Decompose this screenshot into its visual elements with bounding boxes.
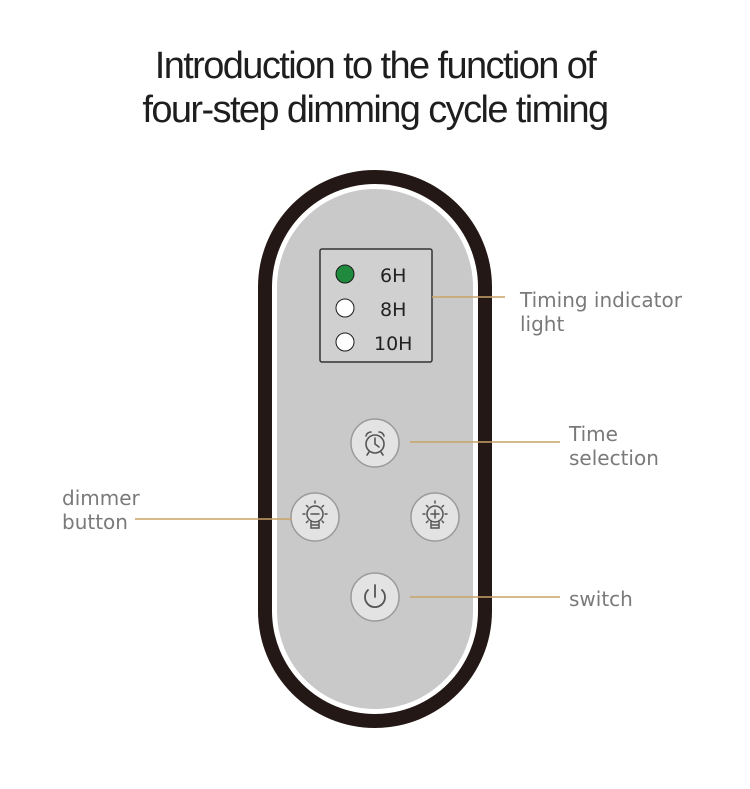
power-switch-button[interactable] bbox=[350, 572, 400, 622]
callout-timing-indicator: Timing indicator light bbox=[520, 288, 682, 336]
callout-dimmer-button-line1: dimmer bbox=[62, 486, 140, 510]
title-line-1: Introduction to the function of bbox=[154, 45, 597, 87]
callout-timing-indicator-line1: Timing indicator bbox=[520, 288, 682, 312]
callout-time-selection-line2: selection bbox=[569, 446, 659, 470]
indicator-label-6h: 6H bbox=[380, 265, 406, 287]
power-icon bbox=[364, 584, 386, 609]
callout-dimmer-button: dimmer button bbox=[62, 486, 140, 534]
title-line-2: four-step dimming cycle timing bbox=[142, 89, 609, 131]
indicator-label-8h: 8H bbox=[380, 299, 406, 321]
callout-dimmer-button-line2: button bbox=[62, 510, 128, 534]
alarm-clock-icon bbox=[365, 431, 385, 456]
callout-time-selection: Time selection bbox=[569, 422, 659, 470]
dimmer-plus-button[interactable] bbox=[410, 492, 460, 542]
indicator-light-8h bbox=[335, 298, 355, 318]
bulb-minus-icon bbox=[302, 500, 328, 529]
indicator-light-10h bbox=[335, 332, 355, 352]
dimmer-minus-button[interactable] bbox=[290, 492, 340, 542]
callout-switch: switch bbox=[569, 587, 633, 611]
callout-timing-indicator-line2: light bbox=[520, 312, 565, 336]
indicator-label-10h: 10H bbox=[374, 333, 412, 355]
callout-time-selection-line1: Time bbox=[569, 422, 618, 446]
time-selection-button[interactable] bbox=[350, 418, 400, 468]
indicator-light-6h bbox=[335, 264, 355, 284]
callout-switch-line1: switch bbox=[569, 587, 633, 611]
bulb-plus-icon bbox=[422, 500, 448, 529]
